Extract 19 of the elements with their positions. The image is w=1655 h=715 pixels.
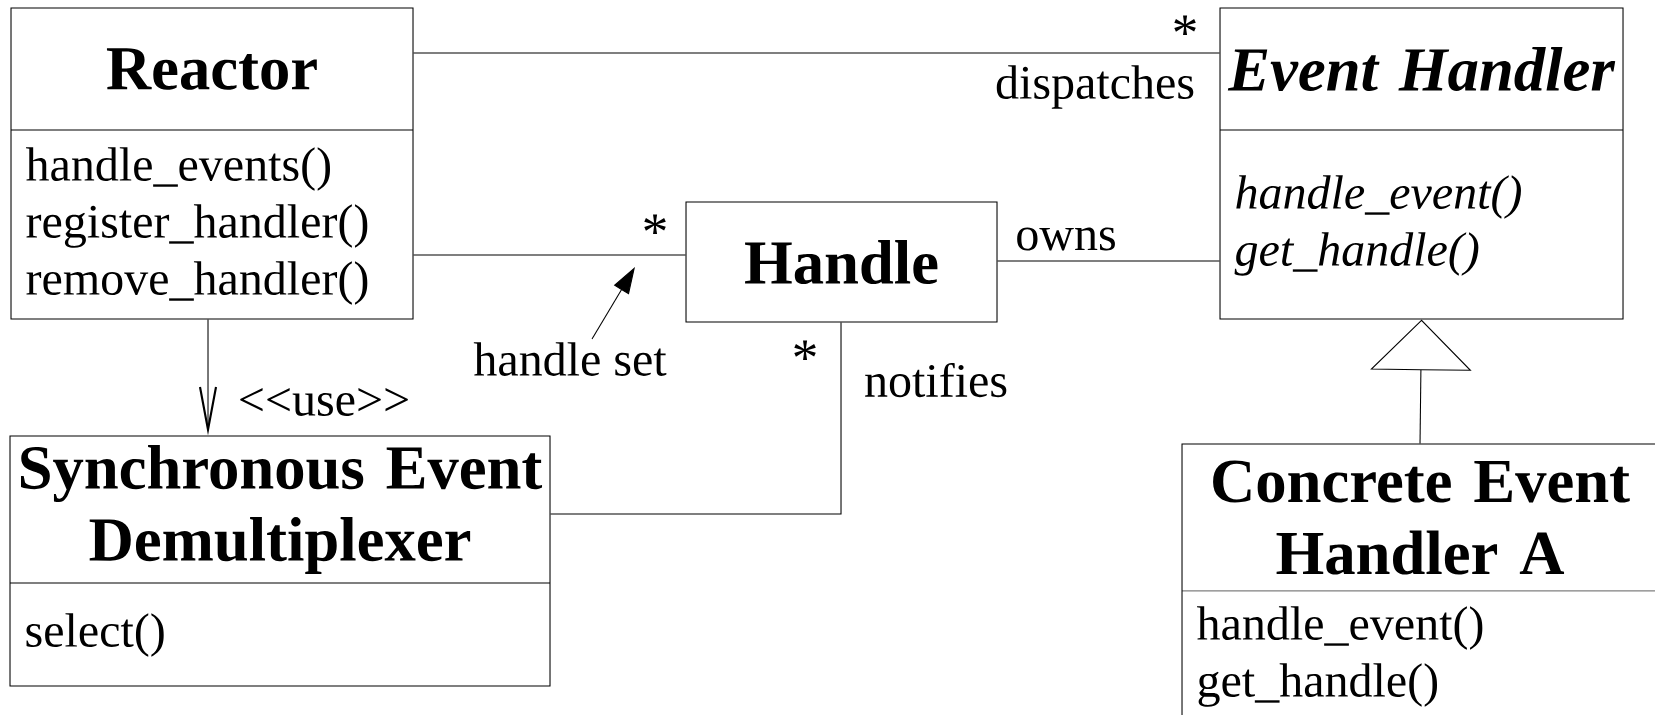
edge-label: dispatches bbox=[993, 63, 1197, 111]
edge-label: notifies bbox=[862, 361, 1010, 399]
association-line bbox=[413, 52, 1220, 54]
multiplicity: * bbox=[644, 214, 666, 235]
association-line bbox=[997, 260, 1220, 262]
edge-label: owns bbox=[1014, 226, 1118, 252]
leader-arrow bbox=[591, 267, 635, 340]
class-box: Event Handler handle_event() get_handle() bbox=[1219, 7, 1624, 320]
class-box: Concrete Event Handler A handle_event() get_handle() bbox=[1181, 443, 1655, 715]
annotation-text: handle set bbox=[473, 342, 667, 376]
arrow bbox=[198, 319, 218, 436]
class-box: Reactor handle_events() register_handler() remove_handler() bbox=[10, 7, 414, 320]
edge-label: <<use>> bbox=[236, 386, 412, 418]
association-line bbox=[413, 254, 686, 256]
class-box: Synchronous Event Demultiplexer select() bbox=[9, 435, 551, 687]
class-box: Handle bbox=[685, 201, 998, 323]
association-line bbox=[550, 322, 842, 515]
multiplicity: * bbox=[794, 340, 816, 361]
multiplicity: * bbox=[1174, 15, 1196, 36]
